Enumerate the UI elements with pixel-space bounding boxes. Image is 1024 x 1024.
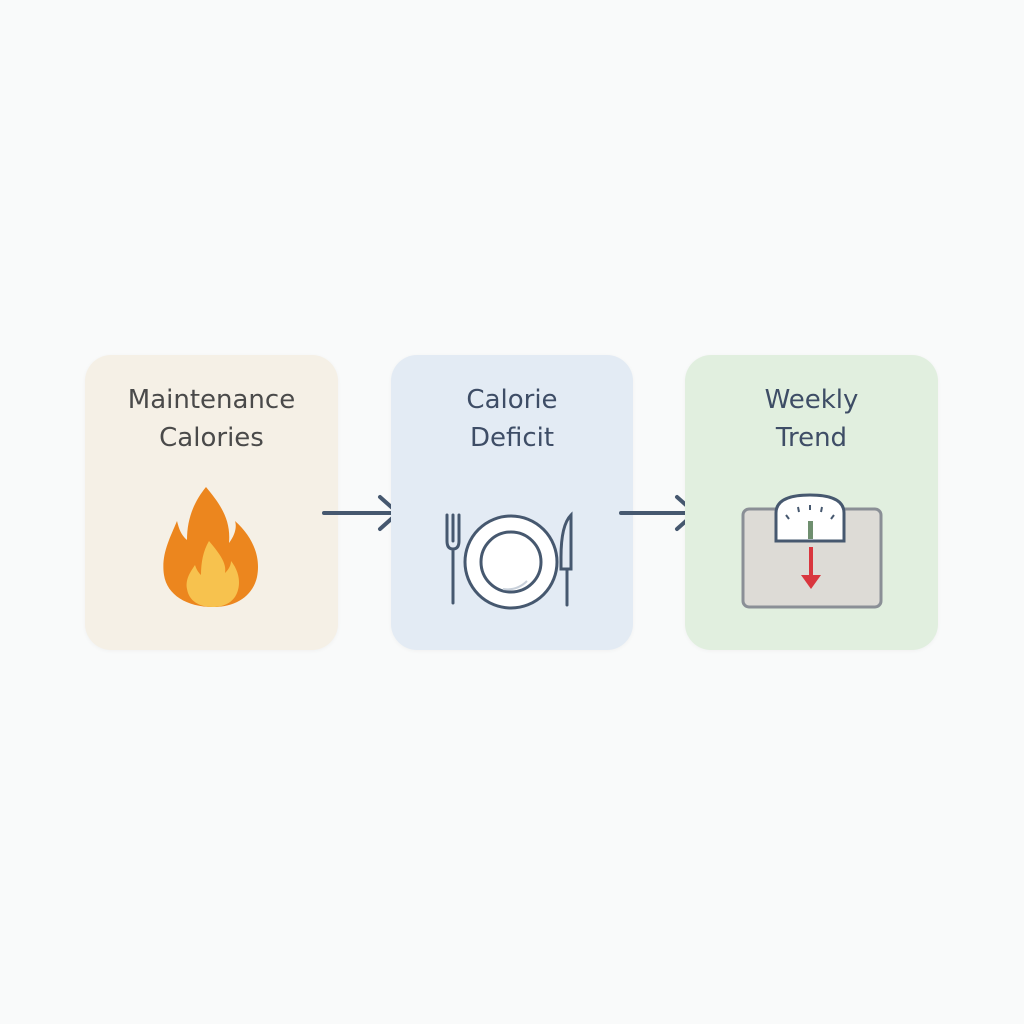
- title-line-2: Trend: [775, 423, 848, 453]
- scale-down-icon: [741, 493, 883, 609]
- flame-icon: [163, 487, 259, 607]
- step-maintenance-calories: Maintenance Calories: [85, 355, 338, 650]
- title-line-1: Weekly: [764, 385, 859, 415]
- step-title: Weekly Trend: [685, 381, 938, 457]
- plate-cutlery-icon: [445, 511, 573, 610]
- title-line-2: Deficit: [469, 423, 555, 453]
- step-calorie-deficit: Calorie Deficit: [391, 355, 633, 650]
- title-line-2: Calories: [159, 423, 264, 453]
- step-weekly-trend: Weekly Trend: [685, 355, 938, 650]
- step-title: Calorie Deficit: [391, 381, 633, 457]
- title-line-1: Maintenance: [127, 385, 296, 415]
- step-title: Maintenance Calories: [85, 381, 338, 457]
- title-line-1: Calorie: [466, 385, 558, 415]
